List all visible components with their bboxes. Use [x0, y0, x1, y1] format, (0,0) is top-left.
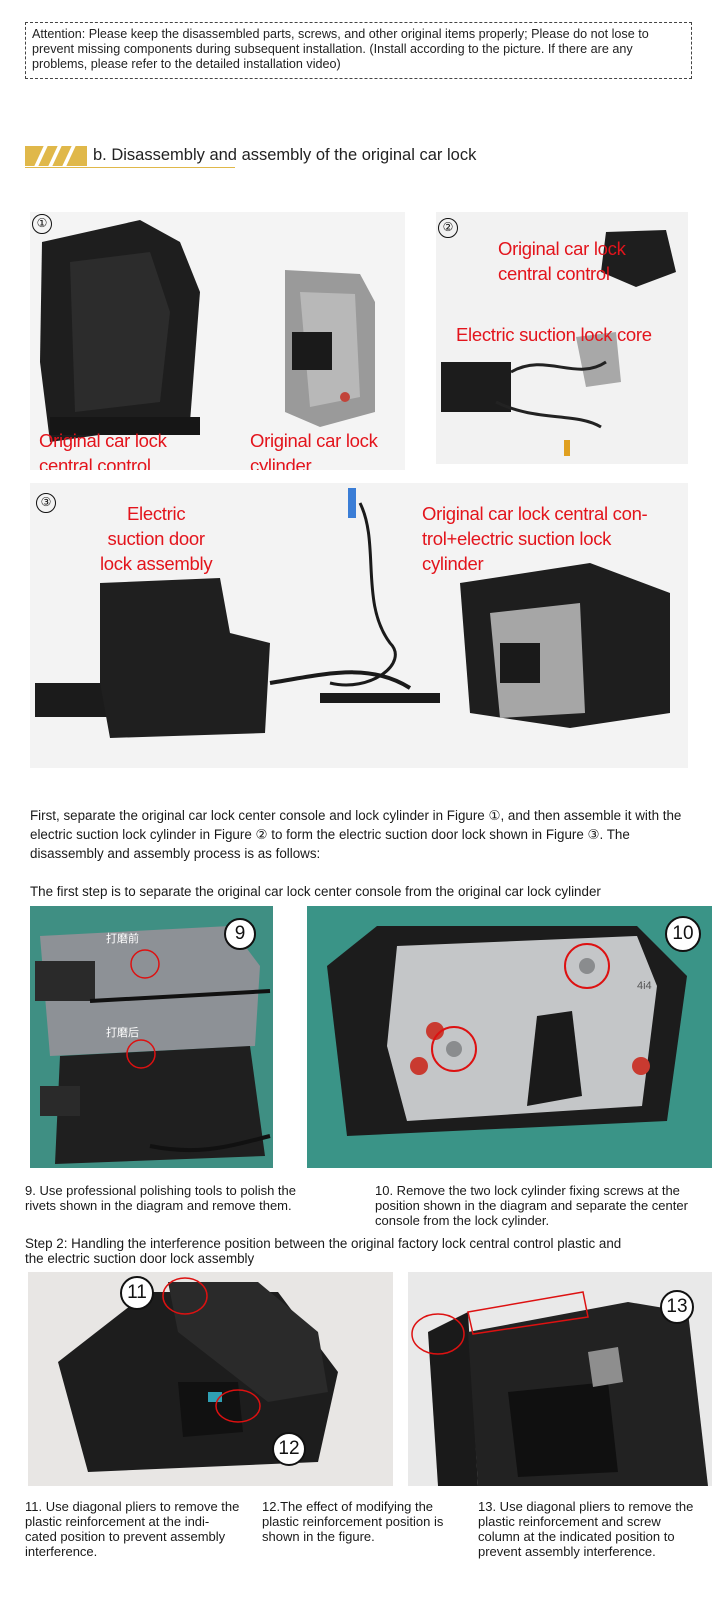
attention-notice: Attention: Please keep the disassembled … — [25, 22, 692, 79]
caption-9: 9. Use professional polishing tools to p… — [25, 1183, 296, 1213]
photo-12-badge: 12 — [272, 1432, 306, 1466]
photo-10-stamp: 4i4 — [637, 980, 652, 992]
section-stripes-icon — [25, 144, 87, 168]
photo-13: 13 — [408, 1272, 712, 1486]
section-title: b. Disassembly and assembly of the origi… — [93, 146, 477, 164]
figure-3-number: ③ — [36, 493, 56, 513]
step-1-heading: The first step is to separate the origin… — [30, 884, 601, 899]
figure-2-label-suction-lock-core: Electric suction lock core — [456, 324, 652, 345]
section-underline — [25, 167, 235, 168]
figure-1-number: ① — [32, 214, 52, 234]
figure-1-label-cylinder: Original car lock cylinder — [250, 430, 378, 470]
figure-1-label-central-control: Original car lock central control — [39, 430, 167, 470]
caption-12: 12.The effect of modifying the plastic r… — [262, 1499, 444, 1544]
photo-10: 4i4 10 — [307, 906, 712, 1168]
figure-2-photo: ② Original car lock central control Elec… — [436, 212, 688, 464]
step-2-heading: Step 2: Handling the interference positi… — [25, 1236, 622, 1266]
figure-3-label-combined: Original car lock central con- trol+elec… — [422, 503, 648, 574]
photo-9-tag-before: 打磨前 — [106, 933, 139, 945]
caption-10: 10. Remove the two lock cylinder fixing … — [375, 1183, 688, 1228]
photo-13-badge: 13 — [660, 1290, 694, 1324]
figure-2-number: ② — [438, 218, 458, 238]
intro-paragraph: First, separate the original car lock ce… — [30, 808, 682, 861]
photo-9-badge: 9 — [224, 918, 256, 950]
caption-11: 11. Use diagonal pliers to remove the pl… — [25, 1499, 240, 1559]
photo-9-tag-after: 打磨后 — [106, 1027, 139, 1039]
photo-11-12: 11 12 — [28, 1272, 393, 1486]
figure-3-photo: ③ Electric suction door lock assembly Or… — [30, 483, 688, 768]
caption-13: 13. Use diagonal pliers to remove the pl… — [478, 1499, 694, 1559]
attention-notice-text: Attention: Please keep the disassembled … — [32, 27, 649, 71]
photo-10-badge: 10 — [665, 916, 701, 952]
figure-1-photo: ① Original car lock central control Orig… — [30, 212, 405, 470]
photo-11-badge: 11 — [120, 1276, 154, 1310]
photo-9: 打磨前 打磨后 9 — [30, 906, 273, 1168]
figure-2-label-central-control: Original car lock central control — [498, 238, 626, 284]
figure-3-label-assembly: Electric suction door lock assembly — [100, 503, 213, 574]
